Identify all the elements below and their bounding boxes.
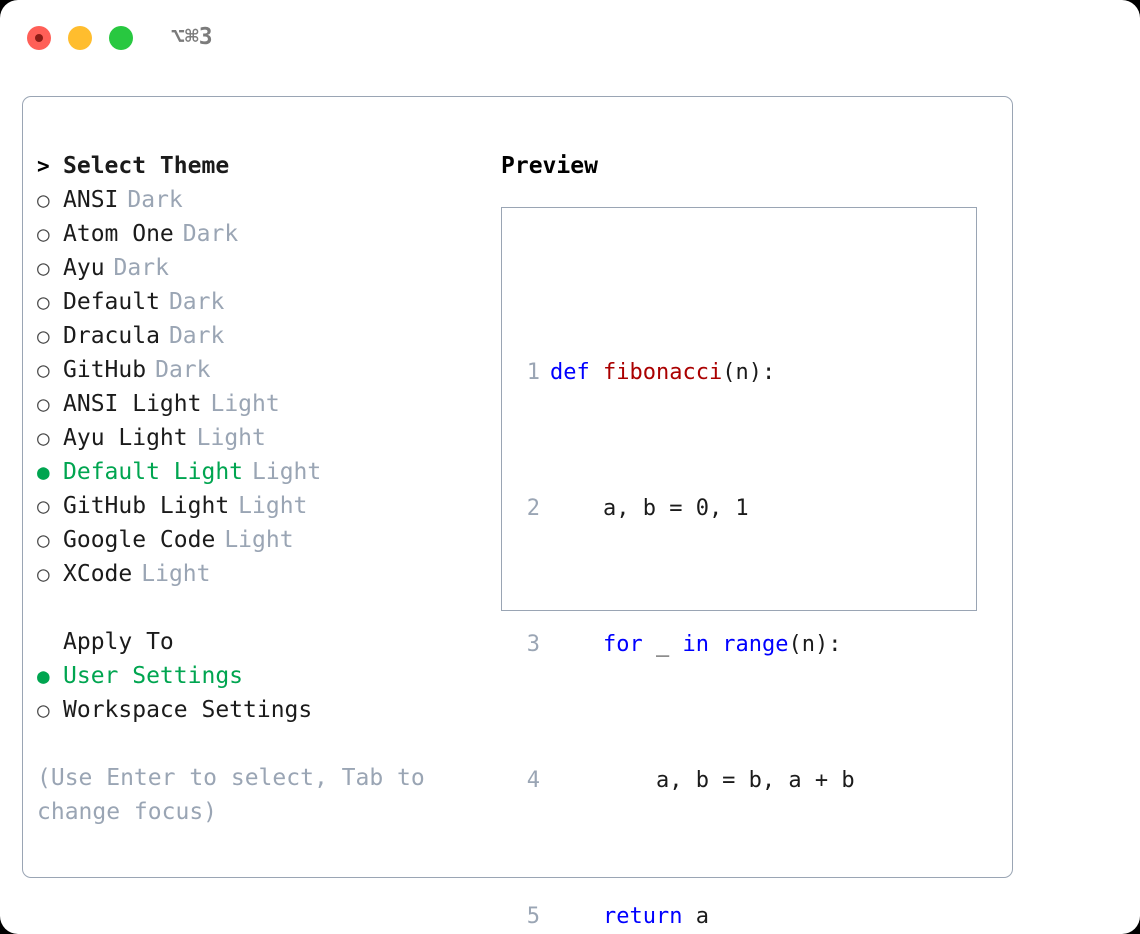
theme-label: ANSI Light bbox=[63, 391, 202, 417]
theme-label: ANSI bbox=[63, 187, 119, 213]
theme-option-github-light[interactable]: ○ GitHub Light Light bbox=[37, 489, 477, 523]
radio-unselected-icon: ○ bbox=[37, 528, 50, 552]
radio-unselected-icon: ○ bbox=[37, 358, 50, 382]
code-token: a, b = b, a + b bbox=[550, 768, 855, 793]
code-token: a bbox=[682, 904, 709, 929]
theme-option-dracula-dark[interactable]: ○ Dracula Dark bbox=[37, 319, 477, 353]
theme-variant-badge: Light bbox=[238, 493, 308, 519]
theme-label: Atom One bbox=[63, 221, 174, 247]
line-number: 2 bbox=[526, 496, 540, 521]
radio-unselected-icon: ○ bbox=[37, 188, 50, 212]
line-number: 4 bbox=[526, 768, 540, 793]
theme-label: Default bbox=[63, 289, 160, 315]
theme-variant-badge: Dark bbox=[155, 357, 211, 383]
close-window-button[interactable] bbox=[27, 26, 51, 50]
code-token bbox=[550, 904, 603, 929]
theme-option-default-dark[interactable]: ○ Default Dark bbox=[37, 285, 477, 319]
theme-variant-badge: Light bbox=[252, 459, 322, 485]
apply-to-heading: Apply To bbox=[37, 625, 477, 659]
theme-option-xcode[interactable]: ○ XCode Light bbox=[37, 557, 477, 591]
code-token: def bbox=[550, 360, 603, 385]
code-token: a, b = 0, 1 bbox=[550, 496, 749, 521]
radio-unselected-icon: ○ bbox=[37, 256, 50, 280]
code-token: (n): bbox=[722, 360, 776, 385]
apply-to-label: User Settings bbox=[63, 663, 244, 689]
theme-option-atom-one-dark[interactable]: ○ Atom One Dark bbox=[37, 217, 477, 251]
title-bar: ⌥⌘3 bbox=[0, 0, 1140, 78]
keyboard-shortcut-label: ⌥⌘3 bbox=[171, 24, 213, 50]
code-token: fibonacci bbox=[602, 360, 723, 385]
theme-variant-badge: Dark bbox=[127, 187, 183, 213]
code-line: 4 a, b = b, a + b bbox=[514, 764, 881, 798]
radio-selected-icon: ● bbox=[37, 460, 50, 484]
code-token bbox=[550, 632, 603, 657]
code-token: in bbox=[682, 632, 723, 657]
select-theme-heading-label: Select Theme bbox=[63, 153, 230, 179]
theme-variant-badge: Light bbox=[196, 425, 266, 451]
code-line: 3 for _ in range(n): bbox=[514, 628, 881, 662]
zoom-window-button[interactable] bbox=[109, 26, 133, 50]
select-theme-heading: > Select Theme bbox=[37, 149, 477, 183]
apply-to-label: Workspace Settings bbox=[63, 697, 313, 723]
code-token: return bbox=[602, 904, 683, 929]
theme-variant-badge: Light bbox=[224, 527, 294, 553]
apply-to-option-workspace-settings[interactable]: ○ Workspace Settings bbox=[37, 693, 477, 727]
line-number: 3 bbox=[526, 632, 540, 657]
theme-variant-badge: Light bbox=[141, 561, 211, 587]
radio-unselected-icon: ○ bbox=[37, 222, 50, 246]
prompt-caret-icon: > bbox=[37, 154, 50, 178]
apply-to-heading-label: Apply To bbox=[63, 629, 174, 655]
theme-label: XCode bbox=[63, 561, 133, 587]
theme-option-default-light[interactable]: ● Default Light Light bbox=[37, 455, 477, 489]
code-token: for bbox=[602, 632, 643, 657]
code-token: _ bbox=[642, 632, 683, 657]
preview-heading: Preview bbox=[501, 153, 598, 179]
theme-variant-badge: Dark bbox=[168, 323, 225, 349]
keyboard-hint-text: (Use Enter to select, Tab to change focu… bbox=[37, 765, 425, 825]
theme-label: GitHub Light bbox=[63, 493, 230, 519]
theme-option-ayu-dark[interactable]: ○ Ayu Dark bbox=[37, 251, 477, 285]
theme-label: Default Light bbox=[63, 459, 244, 485]
section-spacer bbox=[37, 591, 477, 625]
code-token: range bbox=[722, 632, 789, 657]
code-line: 1 def fibonacci(n): bbox=[514, 356, 881, 390]
radio-selected-icon: ● bbox=[37, 664, 50, 688]
theme-label: Ayu Light bbox=[63, 425, 188, 451]
radio-unselected-icon: ○ bbox=[37, 494, 50, 518]
line-number: 1 bbox=[526, 360, 540, 385]
theme-option-google-code[interactable]: ○ Google Code Light bbox=[37, 523, 477, 557]
code-token: (n): bbox=[788, 632, 842, 657]
line-number: 5 bbox=[526, 904, 540, 929]
theme-option-ayu-light[interactable]: ○ Ayu Light Light bbox=[37, 421, 477, 455]
theme-option-ansi-light[interactable]: ○ ANSI Light Light bbox=[37, 387, 477, 421]
code-line: 5 return a bbox=[514, 900, 881, 934]
minimize-window-button[interactable] bbox=[68, 26, 92, 50]
theme-variant-badge: Dark bbox=[168, 289, 225, 315]
traffic-lights bbox=[27, 26, 133, 50]
theme-variant-badge: Light bbox=[210, 391, 280, 417]
theme-variant-badge: Dark bbox=[182, 221, 239, 247]
radio-unselected-icon: ○ bbox=[37, 698, 50, 722]
radio-unselected-icon: ○ bbox=[37, 562, 50, 586]
theme-label: GitHub bbox=[63, 357, 147, 383]
apply-to-option-user-settings[interactable]: ● User Settings bbox=[37, 659, 477, 693]
theme-label: Ayu bbox=[63, 255, 105, 281]
theme-label: Dracula bbox=[63, 323, 160, 349]
theme-label: Google Code bbox=[63, 527, 216, 553]
code-line: 2 a, b = 0, 1 bbox=[514, 492, 881, 526]
radio-unselected-icon: ○ bbox=[37, 426, 50, 450]
theme-variant-badge: Dark bbox=[113, 255, 169, 281]
radio-unselected-icon: ○ bbox=[37, 324, 50, 348]
radio-unselected-icon: ○ bbox=[37, 392, 50, 416]
theme-option-github-dark[interactable]: ○ GitHub Dark bbox=[37, 353, 477, 387]
theme-option-ansi-dark[interactable]: ○ ANSI Dark bbox=[37, 183, 477, 217]
radio-unselected-icon: ○ bbox=[37, 290, 50, 314]
